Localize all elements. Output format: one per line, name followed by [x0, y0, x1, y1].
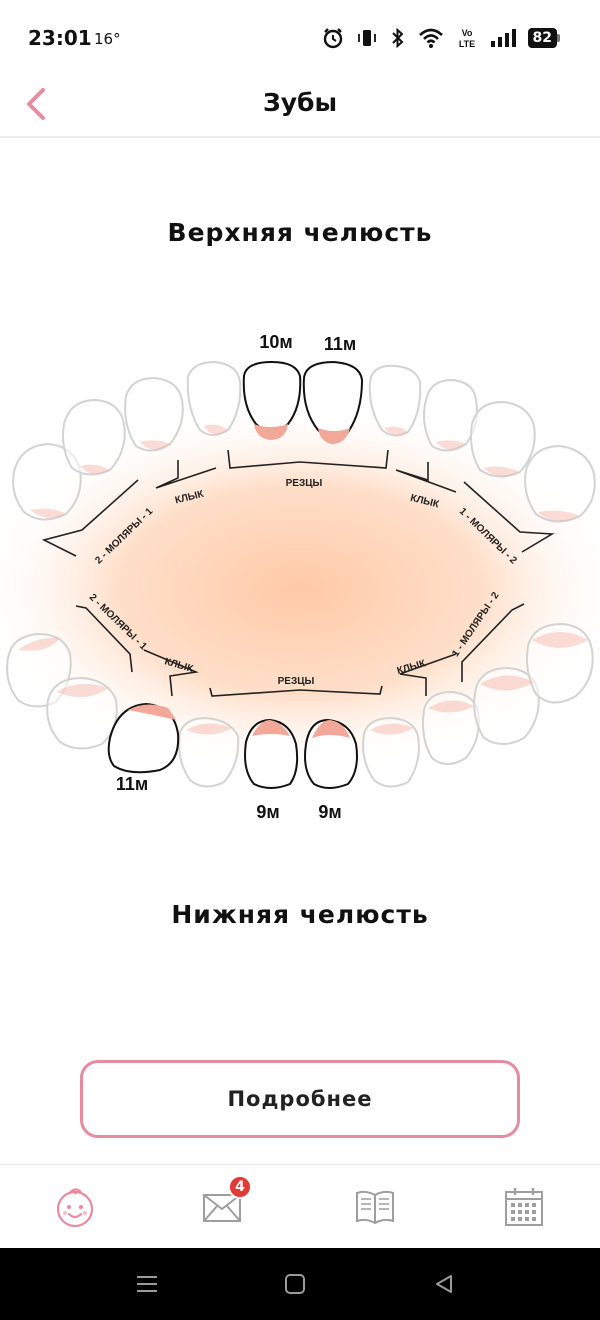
bottom-nav: 4 — [0, 1164, 600, 1248]
app-header: Зубы — [0, 72, 600, 138]
lower-gum-canine-left — [128, 704, 176, 720]
upper-tooth-lateral-left — [186, 360, 242, 436]
upper-age-central-left: 10м — [259, 332, 292, 352]
system-nav-bar — [0, 1248, 600, 1320]
upper-gum-central-left — [254, 424, 288, 440]
upper-tooth-molar1-right — [470, 400, 536, 478]
upper-molars-right-bracket — [463, 481, 555, 553]
battery-indicator: 82 — [527, 28, 560, 48]
lower-tooth-central-right — [304, 718, 358, 789]
back-triangle-icon — [436, 1275, 452, 1293]
volte-icon: Vo LTE — [458, 28, 474, 49]
upper-molars-left-bracket — [41, 479, 139, 557]
upper-tooth-central-right — [302, 360, 364, 439]
menu-icon — [137, 1276, 157, 1292]
lower-tooth-canine-left — [107, 702, 180, 774]
lower-tooth-canine-right — [422, 690, 480, 765]
mouth-glow — [0, 400, 600, 780]
chevron-left-icon — [27, 88, 45, 120]
status-time: 23:01 — [28, 26, 92, 50]
lower-faded-gums — [18, 632, 588, 735]
lower-brackets — [75, 603, 525, 697]
upper-gum-central-right — [318, 428, 350, 444]
lower-tooth-lateral-right — [362, 716, 420, 788]
battery-level: 82 — [527, 28, 557, 48]
lower-molars-left-bracket — [75, 605, 133, 673]
upper-brackets — [41, 449, 555, 557]
lower-age-central-left: 9м — [256, 802, 279, 822]
baby-face-icon — [56, 1188, 94, 1228]
upper-tooth-canine-left — [124, 376, 184, 452]
upper-incisors-label: РЕЗЦЫ — [286, 478, 323, 489]
lower-age-molar-left: 11м — [116, 774, 148, 794]
lower-jaw-label: Нижняя челюсть — [171, 900, 429, 929]
more-button[interactable]: Подробнее — [80, 1060, 520, 1138]
vibrate-icon — [357, 30, 376, 46]
home-square-icon — [285, 1274, 305, 1294]
svg-text:LTE: LTE — [458, 39, 474, 49]
upper-canine-left-bracket — [155, 460, 217, 489]
system-back-button[interactable] — [430, 1272, 458, 1296]
teeth-diagram: 10м 11м РЕЗЦЫ КЛЫК КЛЫК 2 - МОЛЯРЫ - 1 1… — [0, 332, 600, 822]
mail-icon — [203, 1194, 241, 1222]
lower-tooth-central-left — [244, 718, 299, 789]
upper-tooth-lateral-right — [368, 364, 422, 437]
lower-tooth-molar1-right — [473, 666, 540, 745]
calendar-icon — [505, 1188, 543, 1226]
lower-tooth-lateral-left — [178, 716, 240, 788]
lower-incisors-label: РЕЗЦЫ — [278, 676, 315, 687]
upper-jaw-label: Верхняя челюсть — [167, 218, 433, 247]
nav-messages[interactable]: 4 — [198, 1175, 252, 1231]
svg-text:Vo: Vo — [461, 28, 472, 38]
system-home-button[interactable] — [281, 1272, 309, 1296]
lower-molars-right-bracket — [461, 603, 525, 682]
system-menu-button[interactable] — [133, 1272, 161, 1296]
upper-canine-right-bracket — [395, 462, 457, 493]
upper-tooth-molar1-left — [62, 398, 126, 476]
lower-canine-right-bracket — [399, 653, 457, 696]
status-icons: Vo LTE 82 — [322, 24, 560, 52]
lower-gum-central-left — [252, 720, 290, 736]
nav-book[interactable] — [351, 1183, 399, 1231]
upper-faded-gums — [30, 424, 580, 522]
upper-tooth-molar2-left — [12, 442, 82, 521]
upper-tooth-molar2-right — [524, 444, 596, 523]
wifi-icon — [418, 28, 443, 48]
signal-icon — [490, 29, 516, 47]
lower-canine-left-bracket — [143, 649, 199, 697]
lower-tooth-molar2-right — [526, 622, 594, 704]
alarm-icon — [323, 28, 342, 49]
book-icon — [356, 1190, 394, 1225]
lower-age-central-right: 9м — [318, 802, 341, 822]
upper-tooth-central-left — [242, 360, 302, 432]
battery-tip — [557, 34, 560, 42]
lower-incisors-bracket — [209, 685, 383, 697]
status-bar: 23:01 16° Vo LTE — [0, 0, 600, 72]
nav-calendar[interactable] — [500, 1183, 548, 1231]
upper-incisors-bracket — [227, 449, 389, 469]
messages-badge: 4 — [228, 1175, 252, 1199]
upper-age-central-right: 11м — [324, 334, 356, 354]
upper-tooth-canine-right — [423, 378, 478, 452]
lower-faded-teeth — [6, 622, 594, 788]
back-button[interactable] — [14, 82, 58, 126]
nav-baby[interactable] — [51, 1183, 99, 1231]
status-temperature: 16° — [94, 30, 121, 48]
bluetooth-icon — [391, 27, 403, 49]
lower-gum-central-right — [312, 720, 350, 738]
page-title: Зубы — [262, 88, 338, 117]
upper-faded-teeth — [12, 360, 596, 523]
